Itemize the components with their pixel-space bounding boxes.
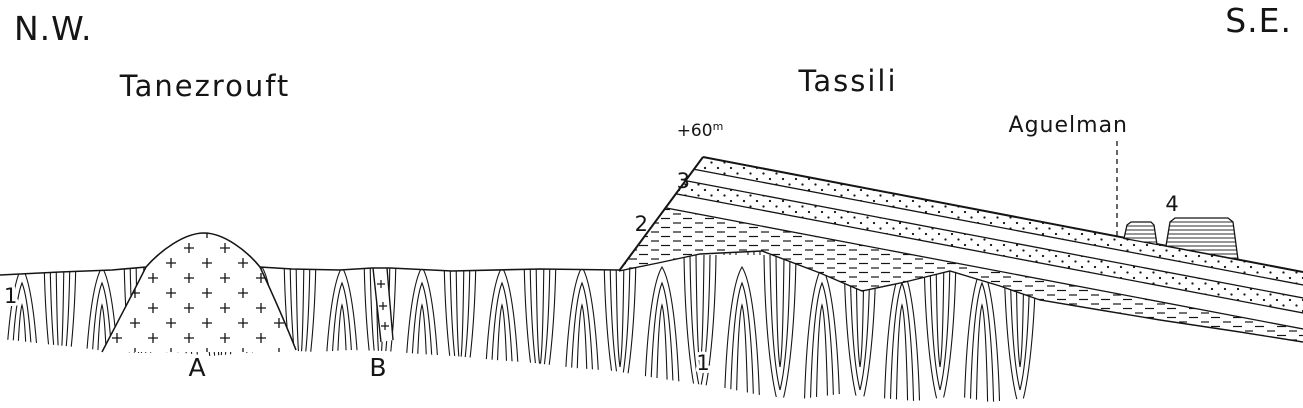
strata-bedding-lines	[619, 157, 1303, 331]
butte-right	[1165, 217, 1239, 261]
locality-label-aguelman: Aguelman	[1009, 113, 1128, 138]
elevation-value: +60	[677, 121, 713, 141]
nw-direction-label: N.W.	[14, 9, 93, 48]
region-label-tassili: Tassili	[797, 64, 897, 98]
butte-left	[1123, 221, 1158, 246]
unit-label-3: 3	[677, 169, 690, 193]
unit-label-2: 2	[635, 212, 648, 236]
unit-label-1-left: 1	[4, 284, 17, 308]
se-direction-label: S.E.	[1225, 1, 1292, 40]
elevation-unit: m	[713, 120, 724, 133]
elevation-label: +60m	[677, 120, 724, 141]
unit-label-1-center: 1	[696, 351, 709, 375]
intrusion-label-a: A	[188, 353, 205, 382]
basement-surface-line	[0, 232, 620, 276]
sandstone-band-lower	[619, 164, 1303, 315]
unit-label-4: 4	[1165, 192, 1178, 216]
labels: N.W. S.E. Tanezrouft Tassili Aguelman +6…	[1, 1, 1292, 382]
unconformity-line	[618, 250, 1303, 343]
dike-b	[372, 267, 394, 343]
sandstone-band-upper	[619, 157, 1303, 287]
region-label-tanezrouft: Tanezrouft	[119, 69, 291, 103]
escarpment-face-line	[618, 156, 704, 272]
dike-label-b: B	[369, 353, 386, 382]
outlier-buttes	[1123, 217, 1239, 261]
